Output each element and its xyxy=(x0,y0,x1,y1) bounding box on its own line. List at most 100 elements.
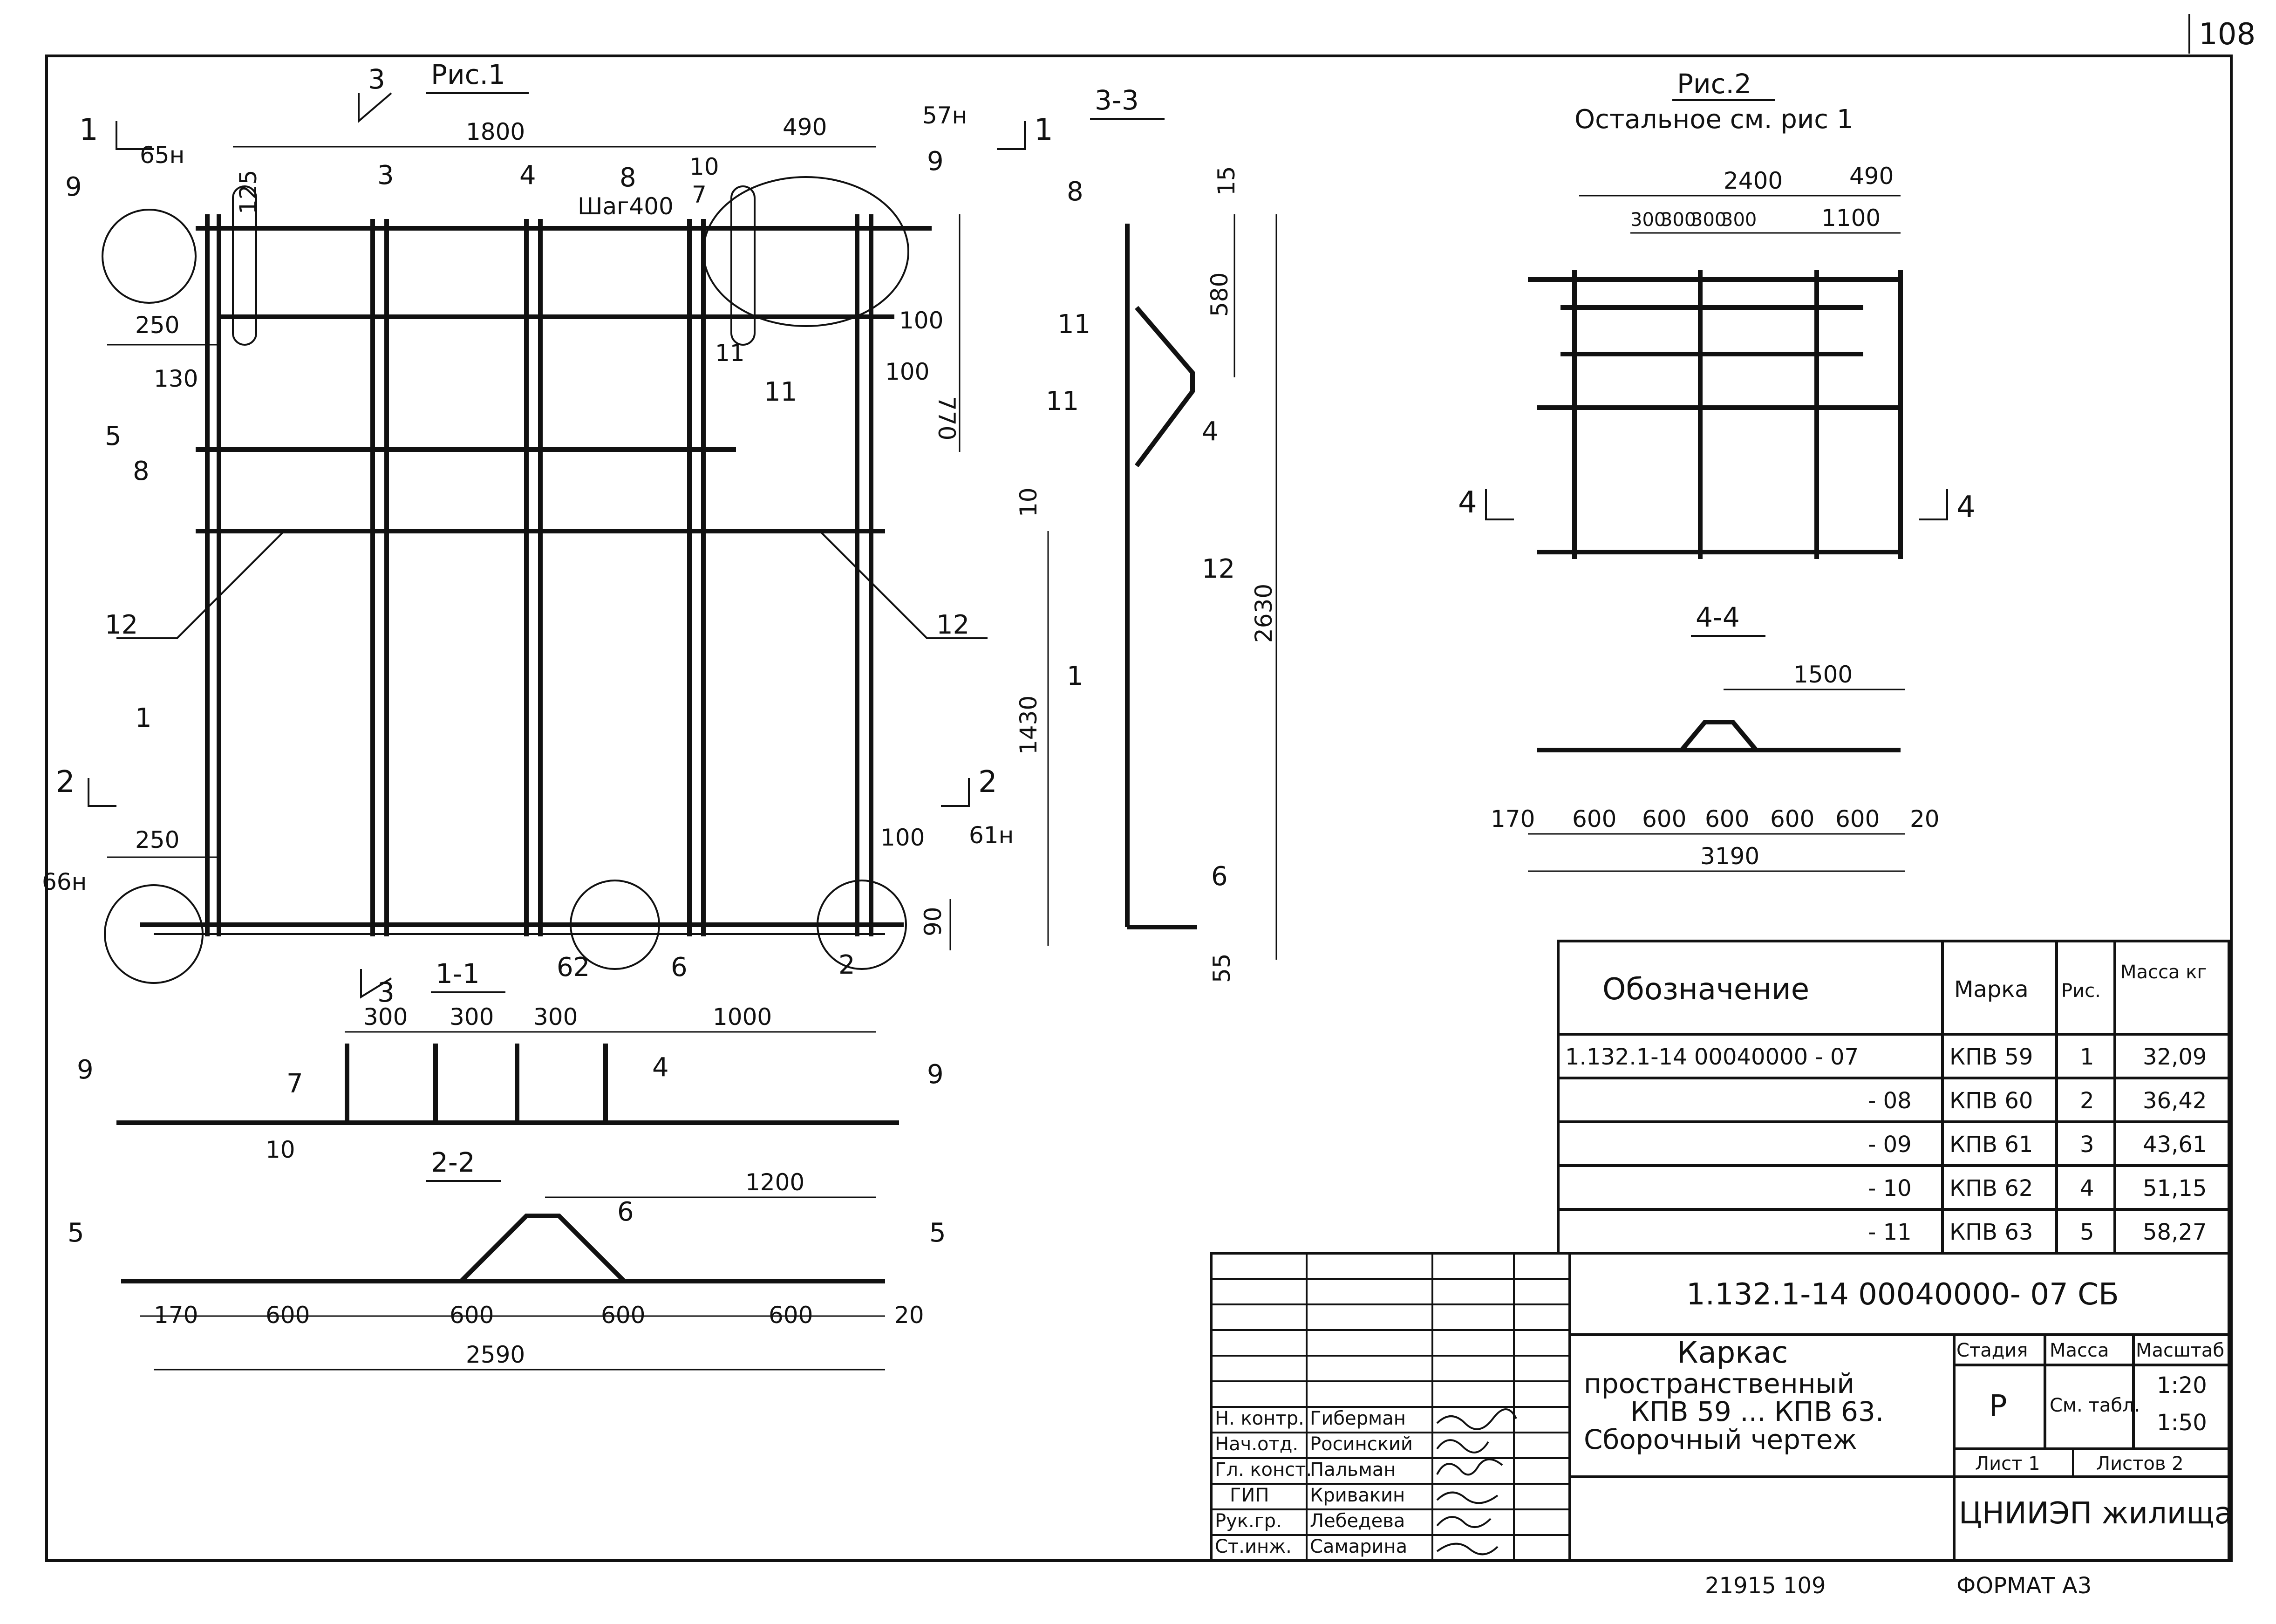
section-2-2-label-5-left: 5 xyxy=(68,1218,84,1248)
section-4-4-bend xyxy=(1680,720,1758,752)
spec-cell-r1-c1: 1.132.1-14 00040000 - 07 xyxy=(1565,1044,1859,1070)
signature-scribble-3 xyxy=(1436,1458,1503,1476)
sig-role-4: ГИП xyxy=(1230,1485,1269,1506)
spec-header-fig: Рис. xyxy=(2061,980,2101,1002)
section-3-3-dim-55: 55 xyxy=(1208,953,1235,983)
section-arrow-3-bottom xyxy=(360,969,392,999)
spec-cell-r4-c2: КПВ 62 xyxy=(1949,1175,2033,1201)
tb-name-line-3: КПВ 59 ... КПВ 63. xyxy=(1630,1396,1884,1427)
dim-250-bottom: 250 xyxy=(135,826,179,853)
section-4-4-dim-170: 170 xyxy=(1491,805,1535,832)
dim-770: 770 xyxy=(933,396,960,440)
spec-cell-r1-c4: 32,09 xyxy=(2143,1044,2207,1070)
section-2-2-label-5-right: 5 xyxy=(929,1218,946,1248)
signature-scribble-2 xyxy=(1436,1439,1489,1453)
figure2-subtitle: Остальное см. рис 1 xyxy=(1574,104,1854,135)
section-3-3-title: 3-3 xyxy=(1095,84,1139,116)
tb-stage-label: Стадия xyxy=(1956,1340,2028,1361)
section-4-4-dim-600-c: 600 xyxy=(1705,805,1749,832)
tb-sheets-label: Листов 2 xyxy=(2096,1453,2184,1474)
section-2-2-dim-600-d: 600 xyxy=(769,1302,813,1329)
spec-cell-r2-c4: 36,42 xyxy=(2143,1088,2207,1114)
sig-role-2: Нач.отд. xyxy=(1215,1433,1298,1455)
section-3-3-label-1: 1 xyxy=(1067,661,1083,691)
section-2-2-dim-2590: 2590 xyxy=(466,1341,525,1368)
section-3-3-label-12: 12 xyxy=(1202,554,1235,584)
spec-cell-r1-c3: 1 xyxy=(2080,1044,2094,1070)
pos-label-2: 2 xyxy=(838,950,855,980)
figure2-section-mark-right: 4 xyxy=(1956,490,1976,525)
section-2-2-bend xyxy=(459,1214,626,1283)
section-1-1-label-7: 7 xyxy=(286,1069,303,1099)
spec-cell-r5-c4: 58,27 xyxy=(2143,1219,2207,1245)
spec-cell-r4-c3: 4 xyxy=(2080,1175,2094,1201)
tb-name-line-4: Сборочный чертеж xyxy=(1584,1424,1857,1455)
detail-ellipse-tr xyxy=(702,176,909,327)
tb-stage-value: Р xyxy=(1989,1389,2007,1424)
spec-cell-r2-c3: 2 xyxy=(2080,1088,2094,1114)
figure1-drawing: Рис.1 xyxy=(42,59,1053,1008)
pos-label-62: 62 xyxy=(557,952,590,983)
figure2-section-mark-left: 4 xyxy=(1458,485,1477,520)
footer-left-numbers: 21915 109 xyxy=(1705,1573,1826,1599)
spec-cell-r5-c2: КПВ 63 xyxy=(1949,1219,2033,1245)
sheet-frame xyxy=(45,55,2233,1562)
figure2-dim-300-b: 300 xyxy=(1661,209,1696,231)
section-1-1-dim-300-a: 300 xyxy=(363,1003,408,1030)
section-3-3-drawing: 3-3 15 580 10 1430 2630 55 8 11 11 4 12 … xyxy=(1015,84,1277,983)
section-2-2-drawing: 2-2 1200 170 600 600 600 600 20 2590 5 6… xyxy=(68,1146,946,1371)
section-3-3-bend xyxy=(1135,306,1195,467)
detail-circle-br xyxy=(817,880,907,970)
tb-scale-label: Масштаб xyxy=(2136,1340,2224,1361)
spec-cell-r4-c1: - 10 xyxy=(1868,1175,1912,1201)
pos-label-11: 11 xyxy=(764,377,797,407)
section-3-3-dim-15: 15 xyxy=(1213,166,1240,196)
pos-label-3: 3 xyxy=(377,160,394,191)
figure2-dim-300-a: 300 xyxy=(1630,209,1666,231)
pos-label-7: 7 xyxy=(692,181,707,208)
dim-61n: 61н xyxy=(969,822,1014,849)
loop-left xyxy=(232,185,257,346)
detail-circle-tl xyxy=(102,209,197,304)
signature-scribble-4 xyxy=(1436,1491,1499,1504)
signature-scribble-6 xyxy=(1436,1542,1499,1556)
dim-100-b: 100 xyxy=(885,358,929,385)
section-3-3-dim-1430: 1430 xyxy=(1015,696,1042,755)
section-3-3-label-4: 4 xyxy=(1202,416,1219,447)
section-arrow-1-right xyxy=(997,121,1026,150)
spec-header-designation: Обозначение xyxy=(1602,972,1809,1007)
pos-label-12-left: 12 xyxy=(105,610,138,640)
figure2-dim-1100: 1100 xyxy=(1821,205,1881,232)
spec-cell-r5-c1: - 11 xyxy=(1868,1219,1912,1245)
section-mark-2-right: 2 xyxy=(978,765,997,799)
tb-scale-2: 1:50 xyxy=(2157,1410,2207,1436)
tb-mass-value: См. табл. xyxy=(2050,1395,2140,1416)
section-1-1-dim-300-c: 300 xyxy=(533,1003,578,1030)
spec-table: Обозначение Марка Рис. Масса кг 1.132.1-… xyxy=(1557,940,2230,1255)
section-4-4-dim-3190: 3190 xyxy=(1700,843,1759,870)
pos-label-9-right: 9 xyxy=(927,146,944,177)
pos-label-8-left: 8 xyxy=(133,456,150,486)
section-3-3-dim-580: 580 xyxy=(1206,273,1233,317)
pos-label-10: 10 xyxy=(689,153,719,180)
section-3-3-label-6: 6 xyxy=(1211,861,1228,892)
section-1-1-drawing: 1-1 300 300 300 1000 9 7 4 9 10 xyxy=(77,958,944,1163)
pos-label-11-small: 11 xyxy=(715,340,745,367)
figure2-drawing: Рис.2 Остальное см. рис 1 2400 490 300 3… xyxy=(1458,68,1976,559)
pos-label-12-right: 12 xyxy=(936,610,969,640)
spec-cell-r3-c4: 43,61 xyxy=(2143,1132,2207,1158)
dim-250-top: 250 xyxy=(135,312,179,339)
sig-role-5: Рук.гр. xyxy=(1215,1510,1282,1532)
tb-sheet-label: Лист 1 xyxy=(1975,1453,2040,1474)
section-2-2-title: 2-2 xyxy=(431,1146,475,1178)
section-1-1-label-10: 10 xyxy=(266,1136,295,1163)
section-2-2-dim-600-a: 600 xyxy=(266,1302,310,1329)
loop-right xyxy=(730,185,756,346)
section-4-4-dim-600-b: 600 xyxy=(1642,805,1686,832)
spec-cell-r2-c1: - 08 xyxy=(1868,1088,1912,1114)
spec-cell-r5-c3: 5 xyxy=(2080,1219,2094,1245)
sig-name-4: Кривакин xyxy=(1310,1485,1405,1506)
tb-mass-label: Масса xyxy=(2050,1340,2109,1361)
spec-header-mass: Масса кг xyxy=(2120,962,2207,983)
